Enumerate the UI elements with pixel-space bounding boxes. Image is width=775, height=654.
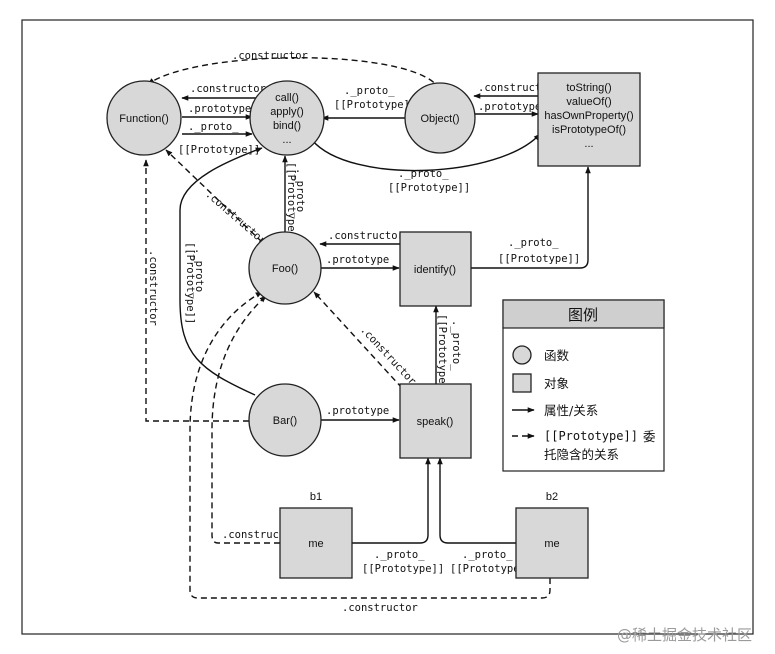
node-speak-label: speak() <box>417 416 454 428</box>
legend-delegation-1: 委 <box>643 429 656 444</box>
label-proto-speak: ._proto_ <box>450 320 462 371</box>
label-proto-b1: ._proto_ <box>374 549 425 561</box>
label-constructor-b1: .constructor <box>222 529 298 541</box>
legend-object-label: 对象 <box>544 376 569 391</box>
node-object-prototype <box>537 72 641 167</box>
label-protobracket-foo: [[Prototype]] <box>285 162 297 244</box>
edge-bar-proto-call <box>179 147 263 396</box>
label-proto-bar: ._proto_ <box>193 248 205 299</box>
edge-call-proto-objproto <box>311 133 541 172</box>
label-constructor-top: .constructor <box>232 50 308 62</box>
label-constructor-speak: .constructor <box>358 324 419 388</box>
label-constructor-bar: .constructor <box>147 250 159 326</box>
legend-function-label: 函数 <box>544 348 570 363</box>
label-constructor-foo: .constructor <box>203 188 268 247</box>
node-b1 <box>279 507 353 579</box>
edge-b2-proto-speak <box>437 457 516 544</box>
label-protobracket-speak: [[Prototype]] <box>436 314 448 396</box>
label-proto-call: ._proto_ <box>398 168 449 180</box>
node-bar <box>248 383 322 457</box>
legend-function-swatch <box>512 345 532 365</box>
node-objproto-line-1: toString() <box>566 82 611 94</box>
edge-bar-constructor-function <box>143 159 249 422</box>
node-call-line-1: call() <box>275 92 299 104</box>
edge-object-constructor-function <box>147 57 441 91</box>
label-protobracket-object: [[Prototype]] <box>334 99 416 111</box>
label-constructor-b2: .constructor <box>342 602 418 614</box>
label-protobracket-identify: [[Prototype]] <box>498 253 580 265</box>
edge-b1-constructor-foo <box>211 295 280 544</box>
label-prototype-foo: .prototype <box>326 254 389 266</box>
node-b2-caption: b2 <box>546 491 558 503</box>
label-protobracket-call: [[Prototype]] <box>388 182 470 194</box>
node-call-line-4: ... <box>282 134 291 146</box>
node-speak <box>399 383 472 459</box>
edge-identify-proto-objproto <box>471 166 591 269</box>
node-objproto-line-2: valueOf() <box>566 96 611 108</box>
node-call-line-3: bind() <box>273 120 301 132</box>
diagram-frame <box>21 19 754 635</box>
label-prototype-object: .prototype <box>478 101 541 113</box>
legend-property-label: 属性/关系 <box>544 403 598 418</box>
node-b2-label: me <box>544 538 559 550</box>
label-proto-function: ._proto_ <box>188 121 239 133</box>
legend-header <box>502 299 665 329</box>
node-function-label: Function() <box>119 113 169 125</box>
edge-b1-proto-speak <box>352 457 431 544</box>
node-objproto-line-3: hasOwnProperty() <box>544 110 633 122</box>
node-foo <box>248 231 322 305</box>
node-object <box>404 82 476 154</box>
label-proto-identify: ._proto_ <box>508 237 559 249</box>
label-protobracket-b2: [[Prototype]] <box>450 563 532 575</box>
legend-delegation-mono: [[Prototype]] <box>544 429 638 443</box>
label-proto-b2: ._proto_ <box>462 549 513 561</box>
node-b1-label: me <box>308 538 323 550</box>
watermark: @稀土掘金技术社区 <box>617 626 752 644</box>
node-objproto-line-5: ... <box>584 138 593 150</box>
label-proto-foo: ._proto_ <box>294 168 306 219</box>
node-identify <box>399 231 472 307</box>
legend-object-swatch <box>512 373 532 393</box>
node-function-prototype <box>249 80 325 156</box>
label-protobracket-function: [[Prototype]] <box>178 144 260 156</box>
edge-b2-constructor-foo <box>189 291 551 599</box>
label-prototype-function: .prototype <box>188 103 251 115</box>
node-function <box>106 80 182 156</box>
legend-delegation-2: 托隐含的关系 <box>544 447 619 462</box>
legend-title: 图例 <box>568 306 598 324</box>
label-prototype-bar: .prototype <box>326 405 389 417</box>
node-b2 <box>515 507 589 579</box>
edge-speak-constructor-foo <box>313 291 403 389</box>
node-foo-label: Foo() <box>272 263 298 275</box>
label-constructor-identify: .constructor <box>328 230 404 242</box>
node-object-label: Object() <box>420 113 459 125</box>
edge-foo-constructor-function <box>165 149 263 243</box>
label-constructor-call: .constructor <box>190 83 266 95</box>
node-b1-caption: b1 <box>310 491 322 503</box>
label-protobracket-bar: [[Prototype]] <box>184 242 196 324</box>
legend: 图例 函数 对象 属性/关系 [[Prototype]] 委 托隐含的关系 <box>502 299 665 472</box>
label-protobracket-b1: [[Prototype]] <box>362 563 444 575</box>
node-bar-label: Bar() <box>273 415 297 427</box>
node-call-line-2: apply() <box>270 106 304 118</box>
label-constructor-objproto: .constructor <box>478 82 554 94</box>
node-objproto-line-4: isPrototypeOf() <box>552 124 626 136</box>
label-proto-object: ._proto_ <box>344 85 395 97</box>
node-identify-label: identify() <box>414 264 456 276</box>
